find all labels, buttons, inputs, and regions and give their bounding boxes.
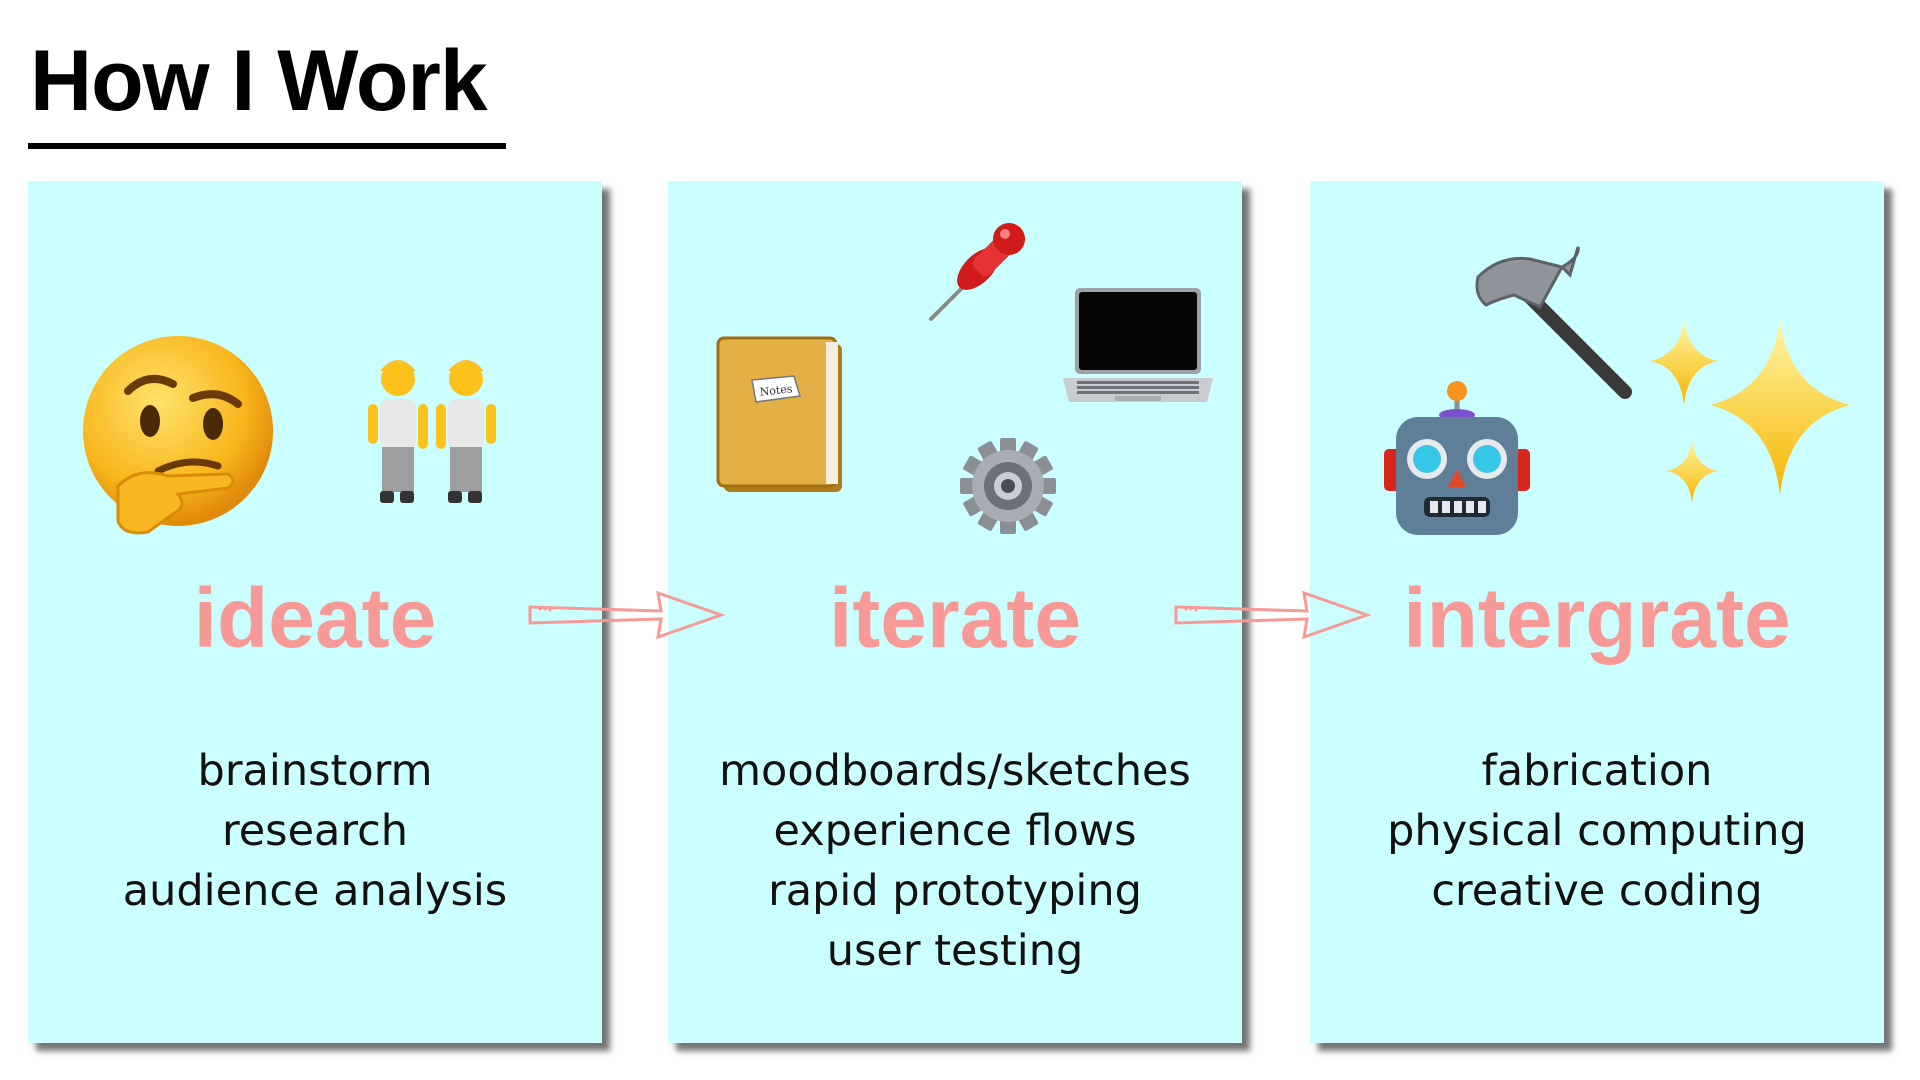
hammer-icon [1475,246,1632,399]
list-item: audience analysis [122,866,508,916]
stage-label-iterate: iterate [828,571,1082,665]
stage-label-ideate: ideate [193,571,437,665]
stage-items-intergrate: fabrication physical computing creative … [1310,741,1884,921]
stage-card-ideate: ideate brainstorm research audience anal… [28,181,602,1043]
notebook-icon: Notes [716,336,842,492]
list-item: fabrication [1481,746,1713,796]
robot-icon [1384,381,1530,535]
list-item: rapid prototyping [768,866,1142,916]
list-item: moodboards/sketches [719,746,1191,796]
list-item: user testing [826,926,1084,976]
list-item: research [221,806,409,856]
laptop-icon [1063,288,1213,402]
list-item: brainstorm [197,746,433,796]
stage-items-iterate: moodboards/sketches experience flows rap… [668,741,1242,981]
page-title: How I Work [30,33,488,129]
list-item: experience flows [773,806,1137,856]
gear-icon [960,438,1056,534]
list-item: physical computing [1387,806,1807,856]
sparkles-icon [1650,319,1850,503]
flow-arrow-icon [528,590,726,640]
stage-label-intergrate: intergrate [1403,571,1791,665]
flow-arrow-icon [1174,590,1372,640]
list-item: creative coding [1431,866,1763,916]
thinking-face-icon [83,336,273,535]
stage-card-intergrate: intergrate fabrication physical computin… [1310,181,1884,1043]
title-underline [28,143,506,149]
notebook-label: Notes [759,382,793,398]
people-holding-hands-icon [368,360,496,503]
stage-items-ideate: brainstorm research audience analysis [28,741,602,921]
stage-card-iterate: Notes [668,181,1242,1043]
pushpin-icon [929,223,1025,321]
